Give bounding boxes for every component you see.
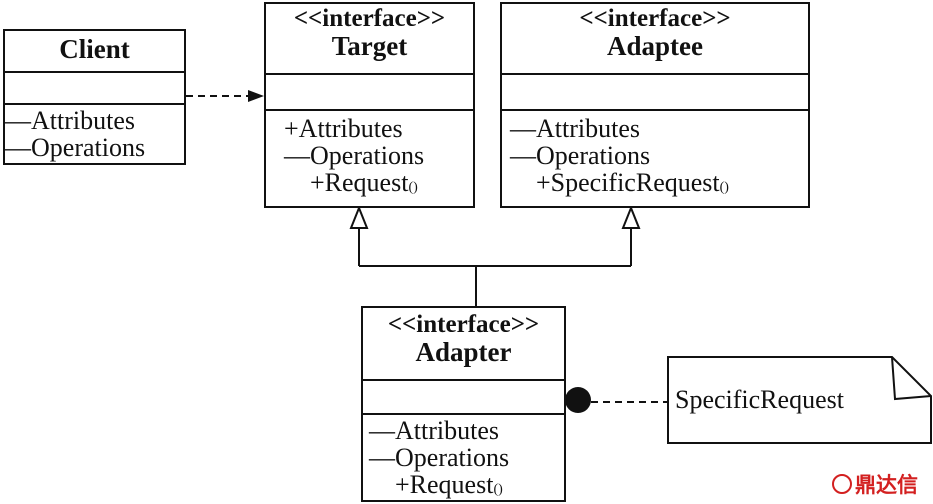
adapter-class: <<interface>> Adapter —Attributes —Opera… — [361, 306, 566, 502]
adapter-name: Adapter — [415, 337, 512, 368]
adapter-stereotype: <<interface>> — [387, 311, 540, 338]
target-empty-section — [266, 73, 473, 109]
adaptee-method-name: +SpecificRequest — [536, 168, 720, 197]
target-method: +Request() — [284, 169, 473, 201]
target-class: <<interface>> Target +Attributes —Operat… — [264, 2, 475, 208]
target-method-name: +Request — [310, 168, 409, 197]
adaptee-header: <<interface>> Adaptee — [502, 4, 808, 73]
adaptee-inheritance-arrowhead — [621, 205, 641, 229]
watermark-text: 鼎达信 — [855, 473, 918, 497]
adaptee-empty-section — [502, 73, 808, 109]
target-method-parens: () — [408, 180, 418, 195]
adapter-method: +Request() — [369, 471, 564, 503]
adapter-header: <<interface>> Adapter — [363, 308, 564, 379]
client-members: —Attributes —Operations — [5, 103, 184, 161]
adapter-operations: —Operations — [369, 443, 510, 472]
adapter-empty-section — [363, 379, 564, 413]
adaptee-stereotype: <<interface>> — [579, 5, 731, 32]
watermark: 鼎达信 — [832, 469, 918, 499]
adaptee-attributes: —Attributes — [510, 114, 640, 143]
target-header: <<interface>> Target — [266, 4, 473, 73]
adaptee-method: +SpecificRequest() — [510, 169, 808, 201]
target-attributes: +Attributes — [284, 114, 403, 143]
adapter-members: —Attributes —Operations +Request() — [363, 413, 564, 503]
adaptee-operations: —Operations — [510, 141, 651, 170]
adapter-method-parens: () — [493, 482, 503, 497]
adaptee-members: —Attributes —Operations +SpecificRequest… — [502, 109, 808, 201]
client-header: Client — [5, 31, 184, 71]
target-name: Target — [331, 31, 408, 62]
adaptee-class: <<interface>> Adaptee —Attributes —Opera… — [500, 2, 810, 208]
target-operations: —Operations — [284, 141, 425, 170]
dependency-arrowhead — [248, 90, 264, 102]
adapter-method-name: +Request — [395, 470, 494, 499]
target-members: +Attributes —Operations +Request() — [266, 109, 473, 201]
client-empty-section — [5, 71, 184, 103]
target-inheritance-arrowhead — [349, 205, 369, 229]
note-text: SpecificRequest — [675, 385, 844, 414]
adaptee-name: Adaptee — [607, 31, 703, 62]
note-anchor-dot — [565, 387, 591, 413]
note-fold — [891, 356, 932, 401]
adaptee-method-parens: () — [719, 180, 729, 195]
client-class: Client —Attributes —Operations — [3, 29, 186, 165]
client-attributes: —Attributes — [5, 106, 135, 135]
note-shape — [667, 356, 932, 444]
watermark-logo-icon — [832, 474, 852, 494]
client-name: Client — [59, 34, 130, 64]
adapter-attributes: —Attributes — [369, 416, 499, 445]
target-stereotype: <<interface>> — [293, 5, 446, 32]
client-operations: —Operations — [5, 133, 146, 162]
